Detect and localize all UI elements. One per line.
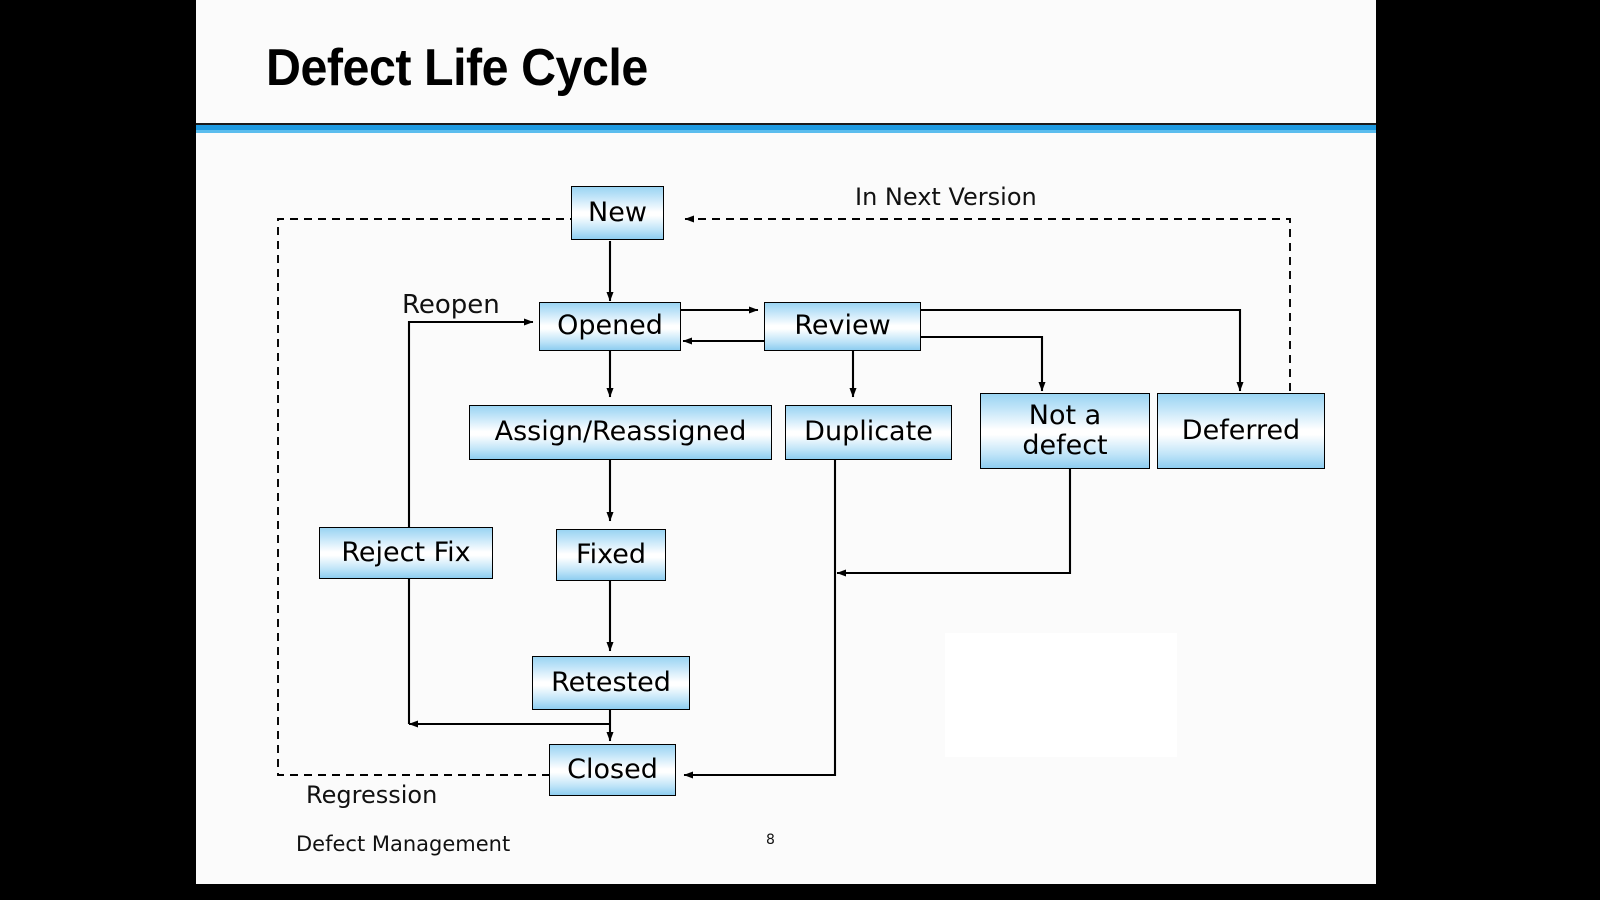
slide-footer-text: Defect Management	[296, 832, 511, 856]
slide-title-bar: Defect Life Cycle	[196, 0, 1376, 122]
node-not-a-defect[interactable]: Not a defect	[980, 393, 1150, 469]
blank-placeholder-rect	[945, 633, 1177, 757]
edge-deferred-to-new-dashed	[684, 215, 1291, 391]
edge-notadefect-to-closed	[836, 468, 1072, 577]
node-retested[interactable]: Retested	[532, 656, 690, 710]
edge-review-to-notadefect	[920, 335, 1046, 392]
node-new[interactable]: New	[571, 186, 664, 240]
edge-label-in-next-version: In Next Version	[855, 183, 1037, 211]
slide-canvas: Defect Life Cycle	[196, 0, 1376, 884]
node-assign-reassigned[interactable]: Assign/Reassigned	[469, 405, 772, 460]
edge-rejectfix-to-opened	[407, 318, 534, 724]
node-duplicate[interactable]: Duplicate	[785, 405, 952, 460]
edge-closed-to-new-dashed	[277, 215, 585, 776]
node-reject-fix[interactable]: Reject Fix	[319, 527, 493, 579]
diagram-connectors	[277, 215, 1291, 779]
node-opened[interactable]: Opened	[539, 302, 681, 351]
edge-duplicate-to-closed	[683, 459, 837, 779]
node-review[interactable]: Review	[764, 302, 921, 351]
title-divider-accent	[196, 125, 1376, 130]
edge-review-to-deferred	[920, 308, 1244, 392]
page-title: Defect Life Cycle	[266, 39, 648, 97]
defect-life-cycle-diagram: New Opened Review Assign/Reassigned Dupl…	[196, 133, 1376, 884]
edge-label-reopen: Reopen	[402, 290, 500, 320]
title-divider-light	[196, 130, 1376, 133]
node-deferred[interactable]: Deferred	[1157, 393, 1325, 469]
edge-label-regression: Regression	[306, 781, 438, 809]
slide-page-number: 8	[766, 832, 775, 848]
node-fixed[interactable]: Fixed	[556, 529, 666, 581]
node-closed[interactable]: Closed	[549, 744, 676, 796]
title-divider-dark	[196, 123, 1376, 125]
